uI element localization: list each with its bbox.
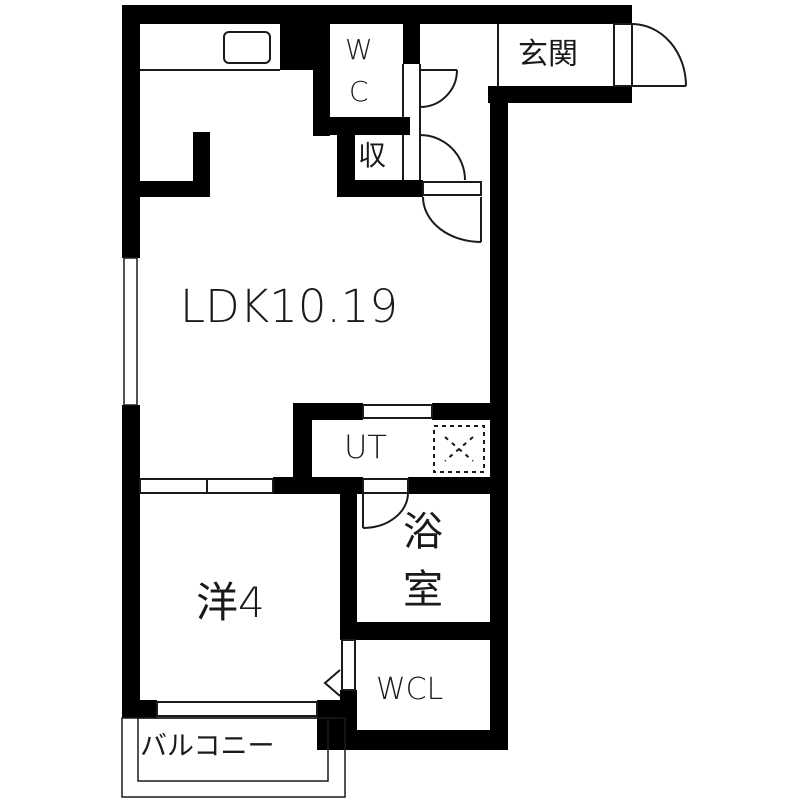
room-label-balcony: バルコニー (140, 731, 275, 762)
room-label-wc-line1: W (345, 33, 373, 66)
doors (362, 23, 687, 529)
room-label-wc-line2: C (349, 75, 369, 108)
room-label-storage: 収 (358, 139, 387, 172)
storage-door[interactable] (419, 134, 466, 181)
room-label-wcl: WCL (376, 672, 444, 707)
walls (122, 5, 632, 750)
balcony-outer (121, 717, 346, 798)
sink-icon (223, 31, 271, 64)
room-label-ldk: LDK10.19 (180, 280, 399, 333)
entrance-door[interactable] (631, 23, 687, 87)
room-label-utility: UT (344, 428, 387, 466)
room-label-entrance: 玄関 (518, 37, 578, 72)
fixtures (121, 23, 633, 798)
ldk-door[interactable] (422, 181, 482, 243)
room-label-western: 洋4 (196, 578, 265, 627)
door-arrow-icon (323, 669, 341, 697)
washer-pan-icon (433, 425, 485, 473)
room-label-bathroom-line1: 浴 (403, 509, 443, 555)
wc-door[interactable] (419, 69, 458, 108)
bathroom-door[interactable] (362, 478, 409, 529)
room-label-bathroom-line2: 室 (403, 567, 443, 613)
